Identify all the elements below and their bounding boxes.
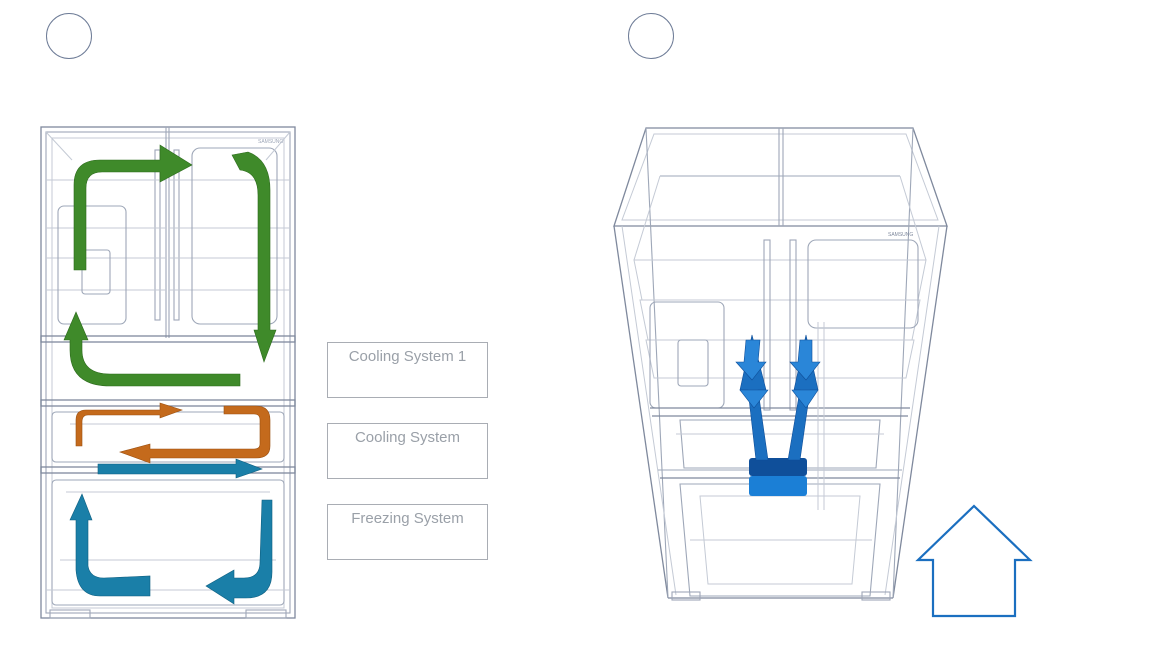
orange-flow-arrow-top	[75, 402, 183, 447]
teal-flow-arrow-right	[205, 499, 273, 605]
airflow-arrow-left-lower	[739, 389, 769, 409]
orange-flow-arrow-right	[119, 405, 271, 464]
legend-freezing-system: Freezing System	[327, 504, 488, 560]
left-brand-logo: SAMSUNG	[258, 139, 283, 145]
right-brand-logo: SAMSUNG	[888, 232, 913, 238]
airflow-unit-bottom	[749, 476, 807, 496]
legend-label-cooling-system-1: Cooling System 1	[348, 348, 467, 365]
green-flow-arrow-bottom	[63, 311, 241, 387]
house-up-icon	[915, 504, 1033, 618]
dual-airflow-module	[735, 334, 821, 496]
legend-cooling-system: Cooling System	[327, 423, 488, 479]
legend-cooling-system-1: Cooling System 1	[327, 342, 488, 398]
airflow-arrow-left-down	[735, 339, 767, 381]
cooling-system-1-arrows	[63, 144, 277, 387]
step-circle-2	[628, 13, 674, 59]
airflow-arrow-right-down	[789, 339, 821, 381]
green-flow-arrow-top	[73, 144, 193, 271]
perspective-fridge-wireframe: SAMSUNG	[613, 127, 948, 601]
cooling-system-arrows	[75, 402, 271, 464]
step-circle-1	[46, 13, 92, 59]
legend-label-freezing-system: Freezing System	[351, 510, 464, 527]
airflow-unit-top	[749, 458, 807, 476]
green-flow-arrow-right	[231, 151, 277, 363]
teal-flow-arrow-left	[69, 493, 151, 597]
freezing-system-arrows	[69, 458, 273, 605]
airflow-arrow-right-lower	[791, 389, 819, 409]
teal-flow-arrow-top	[97, 458, 263, 479]
legend-label-cooling-system: Cooling System	[354, 429, 461, 446]
